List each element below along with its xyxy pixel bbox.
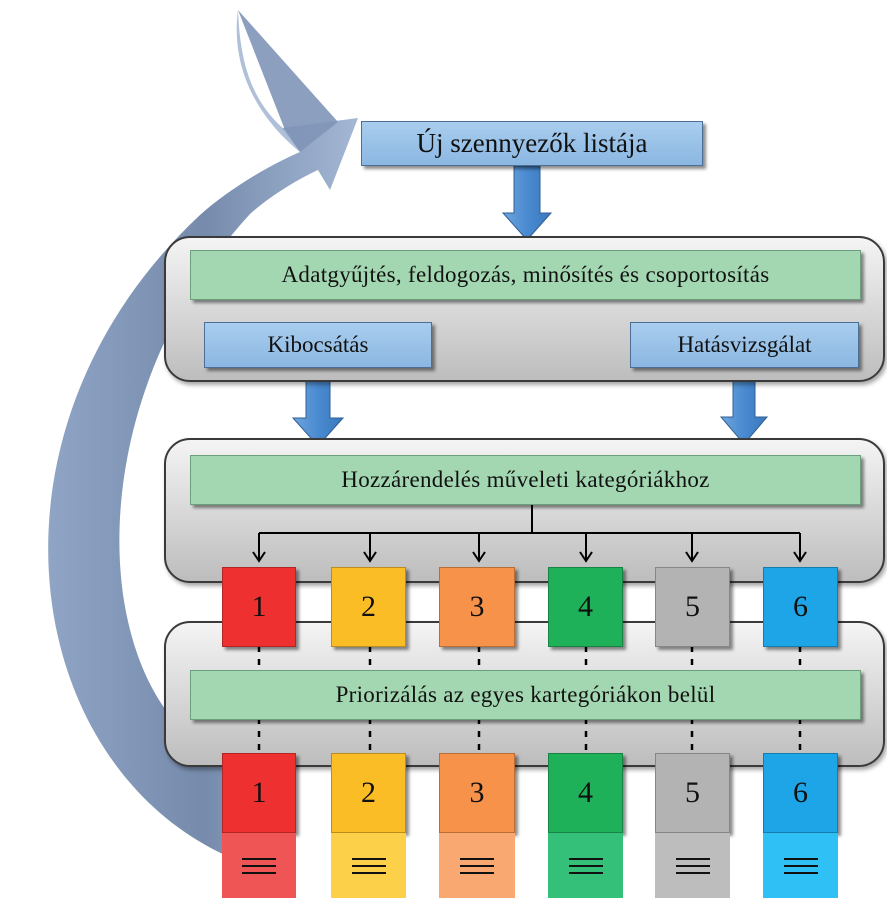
- prioritization-bar: Priorizálás az egyes kartegóriákon belül: [190, 670, 861, 720]
- category-box-1: 1: [222, 567, 296, 647]
- ranked-list-icon-3: [439, 833, 515, 898]
- new-pollutants-list-box: Új szennyezők listája: [361, 121, 703, 166]
- category-box-2: 2: [331, 567, 406, 647]
- prioritized-category-2: 2: [331, 753, 406, 833]
- emission-box: Kibocsátás: [204, 322, 432, 368]
- down-arrow-icon: [501, 165, 553, 241]
- prioritized-category-4: 4: [548, 753, 623, 833]
- category-box-5: 5: [655, 567, 730, 647]
- ranked-list-icon-2: [331, 833, 406, 898]
- prioritized-category-3: 3: [439, 753, 515, 833]
- prioritized-category-5: 5: [655, 753, 730, 833]
- prioritized-category-6: 6: [763, 753, 838, 833]
- category-box-4: 4: [548, 567, 623, 647]
- impact-assessment-box: Hatásvizsgálat: [630, 322, 859, 368]
- prioritized-category-1: 1: [222, 753, 296, 833]
- category-assignment-bar: Hozzárendelés műveleti kategóriákhoz: [190, 455, 861, 505]
- ranked-list-icon-5: [655, 833, 730, 898]
- category-box-3: 3: [439, 567, 515, 647]
- ranked-list-icon-4: [548, 833, 623, 898]
- ranked-list-icon-6: [763, 833, 838, 898]
- data-collection-bar: Adatgyűjtés, feldogozás, minősítés és cs…: [190, 250, 861, 300]
- ranked-list-icon-1: [222, 833, 296, 898]
- down-arrow-icon: [291, 373, 345, 447]
- down-arrow-icon: [719, 373, 769, 445]
- category-box-6: 6: [763, 567, 838, 647]
- feedback-arrow: [48, 10, 358, 855]
